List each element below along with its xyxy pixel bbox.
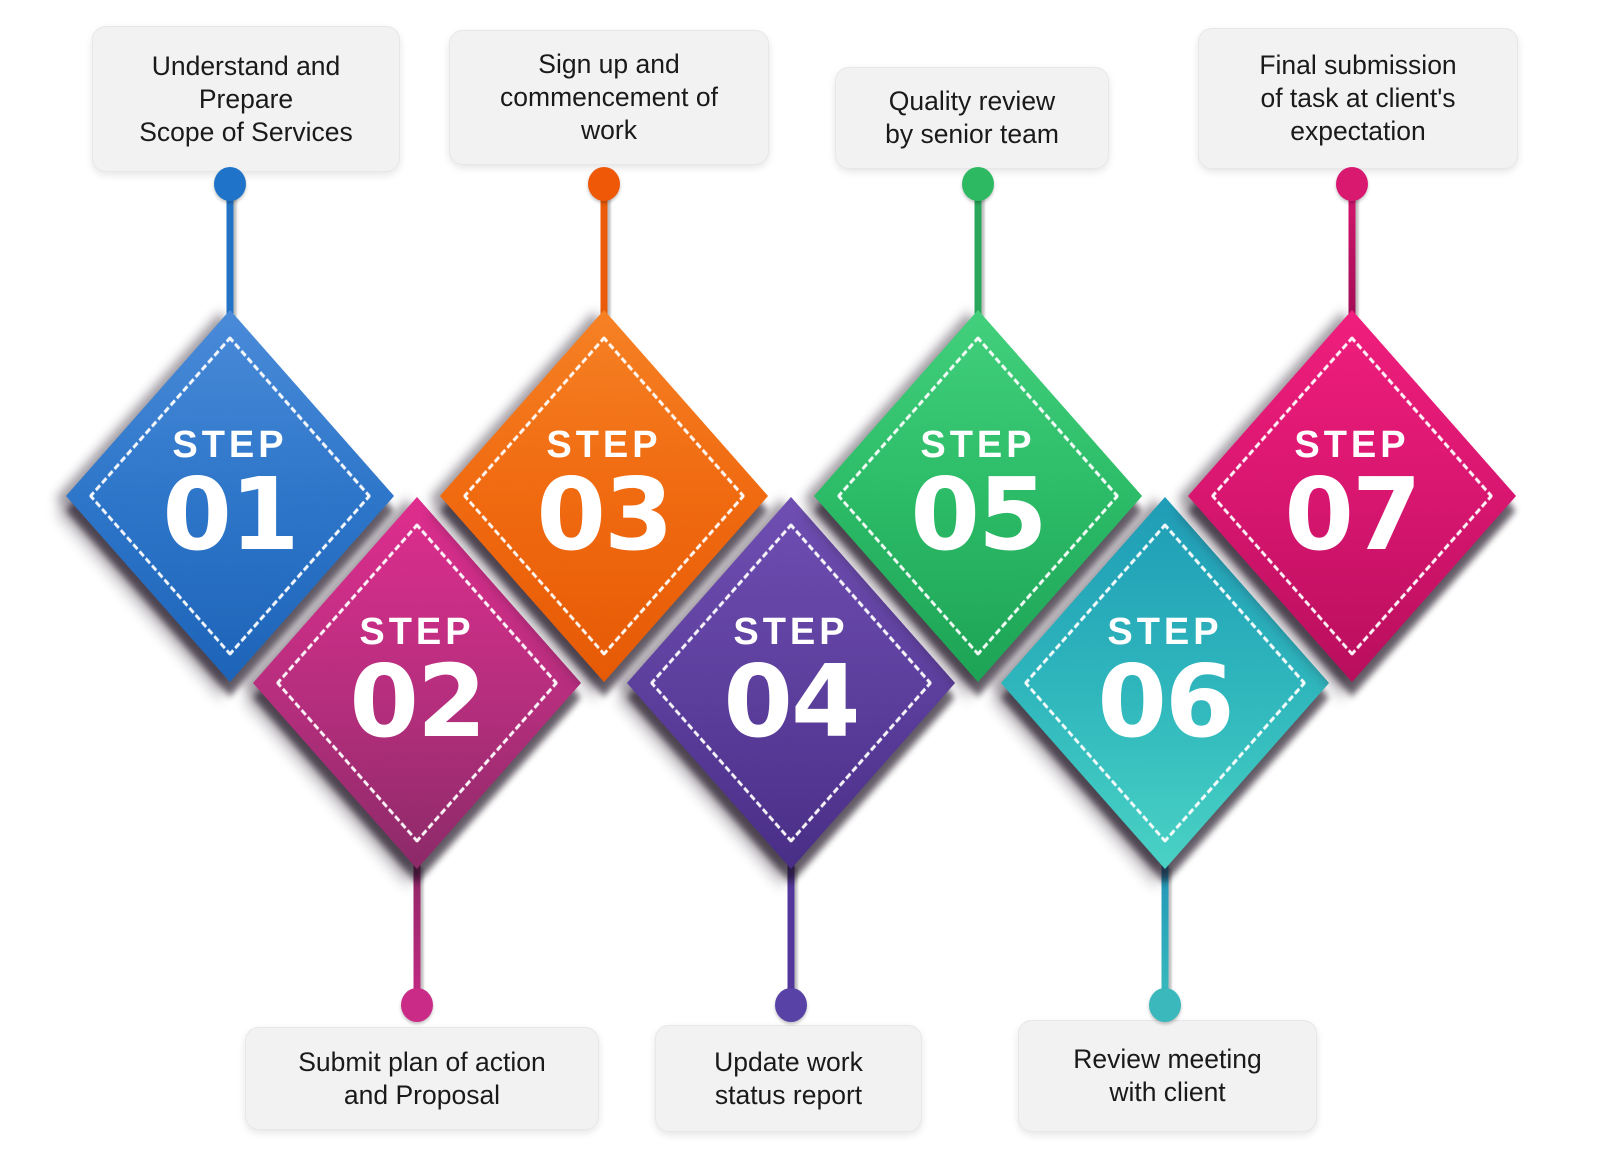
step-03-dot bbox=[588, 167, 620, 201]
step-word: STEP bbox=[359, 611, 475, 653]
callout-line: of task at client's bbox=[1260, 83, 1456, 113]
step-05-text: STEP 05 bbox=[910, 424, 1047, 573]
callout-line: commencement of bbox=[500, 82, 718, 112]
step-01-dot bbox=[214, 167, 246, 201]
step-02-callout: Submit plan of action and Proposal bbox=[245, 1027, 599, 1130]
step-06-connector-line bbox=[1161, 865, 1169, 1007]
step-06-text: STEP 06 bbox=[1097, 611, 1234, 760]
callout-line: and Proposal bbox=[343, 1079, 501, 1110]
callout-line: Update work bbox=[714, 1046, 863, 1077]
callout-line: Understand and bbox=[151, 50, 341, 81]
step-01-callout: Understand and Prepare Scope of Services bbox=[92, 26, 400, 172]
step-01-text: STEP 01 bbox=[162, 424, 299, 573]
step-number: 07 bbox=[1284, 456, 1421, 573]
step-03-text: STEP 03 bbox=[536, 424, 673, 573]
step-04-dot bbox=[775, 988, 807, 1022]
step-word: STEP bbox=[920, 424, 1036, 466]
step-number: 06 bbox=[1097, 643, 1234, 760]
step-02-text: STEP 02 bbox=[349, 611, 486, 760]
callout-line: by senior team bbox=[885, 119, 1059, 149]
step-05-connector-line bbox=[974, 183, 982, 315]
step-01-connector-line bbox=[226, 183, 234, 315]
callout-line: Submit plan of action bbox=[298, 1046, 546, 1077]
callout-line: Final submission bbox=[1259, 50, 1457, 80]
step-word: STEP bbox=[1294, 424, 1410, 466]
step-03-callout: Sign up and commencement of work bbox=[449, 30, 769, 165]
step-word: STEP bbox=[1107, 611, 1223, 653]
callout-line: Review meeting bbox=[1073, 1044, 1262, 1074]
step-word: STEP bbox=[733, 611, 849, 653]
callout-line: with client bbox=[1109, 1077, 1226, 1107]
step-05-dot bbox=[962, 167, 994, 201]
step-word: STEP bbox=[172, 424, 288, 466]
step-04-connector-line bbox=[787, 865, 795, 1007]
step-number: 03 bbox=[536, 456, 673, 573]
step-04-callout: Update work status report bbox=[655, 1025, 922, 1132]
step-word: STEP bbox=[546, 424, 662, 466]
callout-line: Scope of Services bbox=[139, 116, 353, 147]
step-07-dot bbox=[1336, 167, 1368, 201]
step-04-text: STEP 04 bbox=[723, 611, 860, 760]
callout-line: expectation bbox=[1290, 116, 1426, 146]
step-number: 04 bbox=[723, 643, 860, 760]
step-03-connector-line bbox=[600, 183, 608, 315]
callout-line: Sign up and bbox=[538, 49, 680, 79]
step-06-dot bbox=[1149, 988, 1181, 1022]
callout-line: Prepare bbox=[198, 83, 294, 114]
step-02-connector-line bbox=[413, 865, 421, 1007]
callout-line: Quality review bbox=[888, 86, 1056, 116]
callout-line: work bbox=[581, 115, 637, 145]
step-07-text: STEP 07 bbox=[1284, 424, 1421, 573]
step-number: 05 bbox=[910, 456, 1047, 573]
step-07-callout: Final submission of task at client's exp… bbox=[1198, 28, 1518, 169]
step-02-dot bbox=[401, 988, 433, 1022]
step-number: 02 bbox=[349, 643, 486, 760]
step-07-connector-line bbox=[1348, 183, 1356, 315]
callout-line: status report bbox=[714, 1079, 863, 1110]
step-05-callout: Quality review by senior team bbox=[835, 67, 1109, 169]
step-number: 01 bbox=[162, 456, 299, 573]
step-06-callout: Review meeting with client bbox=[1018, 1020, 1317, 1132]
